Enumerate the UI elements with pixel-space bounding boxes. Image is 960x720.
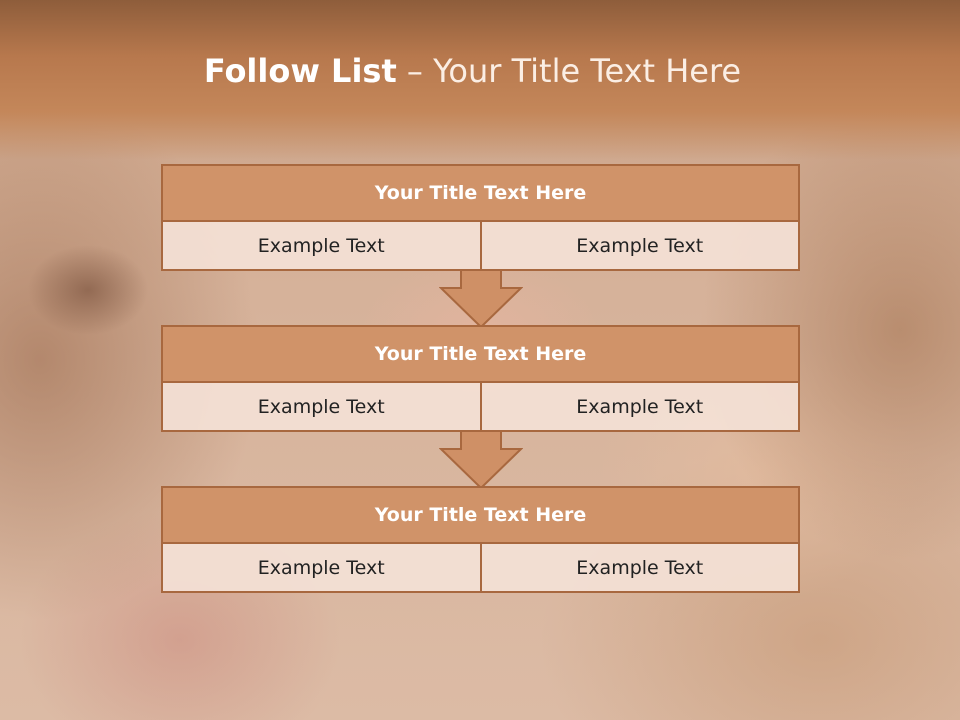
title-bold: Follow List	[203, 52, 397, 90]
title-separator: –	[396, 52, 434, 90]
block-row: Example Text Example Text	[163, 544, 798, 591]
block-title: Your Title Text Here	[163, 327, 798, 383]
title-rest: Your Title Text Here	[433, 52, 742, 90]
block-cell-right: Example Text	[479, 383, 798, 430]
block-cell-left: Example Text	[163, 544, 480, 591]
block-cell-left: Example Text	[163, 222, 480, 269]
follow-block-2: Your Title Text Here Example Text Exampl…	[161, 325, 800, 432]
header-band	[0, 0, 960, 160]
block-title: Your Title Text Here	[163, 488, 798, 544]
block-title: Your Title Text Here	[163, 166, 798, 222]
block-row: Example Text Example Text	[163, 383, 798, 430]
block-cell-right: Example Text	[479, 222, 798, 269]
block-row: Example Text Example Text	[163, 222, 798, 269]
follow-block-3: Your Title Text Here Example Text Exampl…	[161, 486, 800, 593]
slide-title: Follow List – Your Title Text Here	[0, 52, 945, 90]
follow-block-1: Your Title Text Here Example Text Exampl…	[161, 164, 800, 271]
block-cell-right: Example Text	[479, 544, 798, 591]
down-arrow-icon	[439, 270, 523, 328]
down-arrow-icon	[439, 431, 523, 489]
block-cell-left: Example Text	[163, 383, 480, 430]
